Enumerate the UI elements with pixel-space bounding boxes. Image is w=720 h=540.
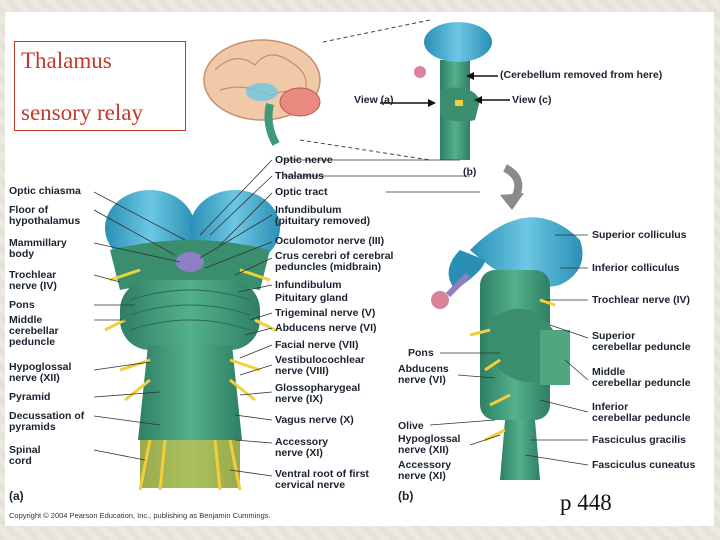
label-abducens-nerve-center: Abducens nerve (VI) [275, 322, 377, 334]
lateral-brainstem-view [431, 217, 583, 480]
label-vagus-nerve: Vagus nerve (X) [275, 414, 354, 426]
label-optic-nerve: Optic nerve [275, 154, 333, 166]
label-panel-a: (a) [9, 489, 24, 503]
thalamus-callout-box: Thalamus sensory relay [14, 41, 186, 131]
leader-lines [93, 159, 589, 477]
label-mammillary-body: Mammillary body [9, 237, 67, 260]
label-middle-cerebellar-peduncle-right: Middle cerebellar peduncle [592, 366, 691, 389]
label-cerebellum-removed: (Cerebellum removed from here) [500, 69, 663, 81]
label-crus-cerebri: Crus cerebri of cerebral peduncles (midb… [275, 250, 394, 273]
label-inferior-cerebellar-peduncle: Inferior cerebellar peduncle [592, 401, 691, 424]
label-view-a: View (a) [354, 94, 394, 106]
label-oculomotor-nerve: Oculomotor nerve (III) [275, 235, 385, 247]
label-thalamus: Thalamus [275, 170, 325, 182]
label-hypoglossal-nerve-middle: Hypoglossal nerve (XII) [398, 433, 461, 456]
label-optic-chiasma: Optic chiasma [9, 185, 81, 197]
label-abducens-nerve-middle: Abducens nerve (VI) [398, 363, 449, 386]
label-fasciculus-gracilis: Fasciculus gracilis [592, 434, 686, 446]
page-number: p 448 [560, 490, 612, 515]
label-trigeminal-nerve: Trigeminal nerve (V) [275, 307, 376, 319]
copyright-notice: Copyright © 2004 Pearson Education, Inc.… [9, 511, 271, 520]
label-trochlear-nerve-right: Trochlear nerve (IV) [592, 294, 691, 306]
label-pituitary-gland: Pituitary gland [275, 292, 348, 304]
label-panel-b: (b) [398, 489, 414, 503]
label-inferior-colliculus: Inferior colliculus [592, 262, 680, 274]
label-view-c: View (c) [512, 94, 552, 106]
label-olive: Olive [398, 420, 424, 432]
anterior-brainstem-view [104, 190, 280, 491]
label-accessory-nerve-center: Accessory nerve (XI) [275, 436, 329, 459]
label-superior-colliculus: Superior colliculus [592, 229, 687, 241]
label-pyramid: Pyramid [9, 391, 51, 403]
label-fasciculus-cuneatus: Fasciculus cuneatus [592, 459, 696, 471]
label-superior-cerebellar-peduncle: Superior cerebellar peduncle [592, 330, 691, 353]
small-side-view [414, 22, 492, 160]
label-accessory-nerve-middle: Accessory nerve (XI) [398, 459, 452, 482]
label-hypoglossal-nerve-left: Hypoglossal nerve (XII) [9, 361, 72, 384]
label-pons-middle: Pons [408, 347, 434, 359]
label-decussation-of-pyramids: Decussation of pyramids [9, 410, 85, 433]
label-facial-nerve: Facial nerve (VII) [275, 339, 359, 351]
label-ventral-root: Ventral root of first cervical nerve [275, 468, 369, 491]
label-trochlear-nerve-left: Trochlear nerve (IV) [9, 269, 57, 292]
label-floor-of-hypothalamus: Floor of hypothalamus [9, 204, 81, 227]
label-spinal-cord: Spinal cord [9, 444, 41, 467]
label-middle-cerebellar-peduncle-left: Middle cerebellar peduncle [9, 314, 59, 348]
label-pons-left: Pons [9, 299, 35, 311]
callout-subtitle: sensory relay [21, 100, 143, 125]
label-panel-b-top: (b) [463, 166, 477, 178]
whole-brain-thumbnail [203, 39, 321, 146]
label-infundibulum-pituitary-removed: Infundibulum (pituitary removed) [275, 204, 371, 227]
label-vestibulocochlear-nerve: Vestibulocochlear nerve (VIII) [275, 354, 365, 377]
label-glossopharyngeal-nerve: Glossopharygeal nerve (IX) [275, 382, 361, 405]
callout-title: Thalamus [21, 48, 112, 73]
label-optic-tract: Optic tract [275, 186, 328, 198]
label-infundibulum: Infundibulum [275, 279, 342, 291]
